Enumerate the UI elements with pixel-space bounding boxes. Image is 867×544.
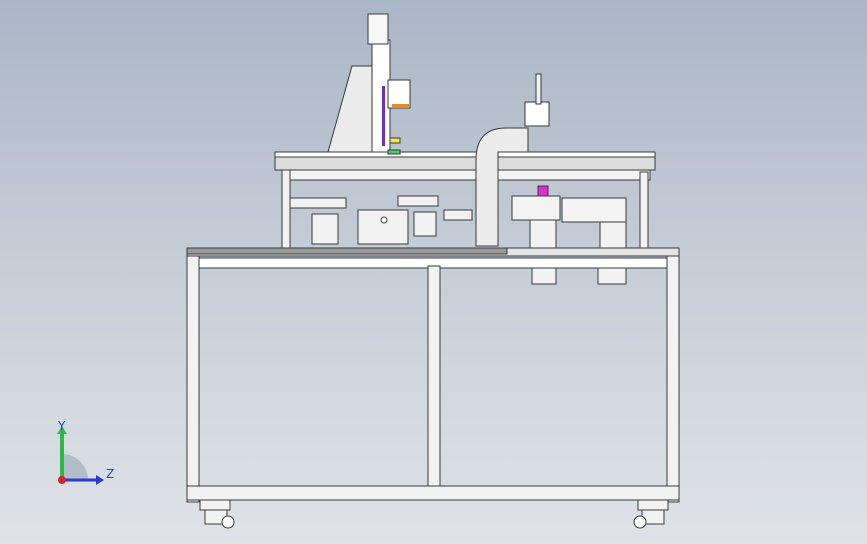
left-block-hole: [380, 216, 388, 224]
z-axis-accent-yellow: [389, 137, 401, 144]
probe-head: [524, 101, 550, 127]
z-axis-slide: [387, 79, 411, 109]
table-leg-left: [186, 255, 200, 503]
z-axis-accent-purple: [382, 86, 385, 146]
z-axis-column: [371, 39, 391, 153]
z-arrow-head: [96, 475, 104, 485]
table-bottom-rail: [186, 485, 680, 501]
fixture-c: [443, 209, 473, 221]
z-axis-accent-orange: [392, 104, 410, 107]
gantry-beam: [274, 155, 656, 171]
z-axis-bracket: [327, 65, 373, 153]
central-tower: [475, 127, 529, 247]
station-b-body: [561, 197, 627, 223]
station-a-base: [529, 219, 557, 249]
caster-right: [633, 499, 669, 529]
z-axis-label: Z: [106, 467, 114, 481]
gantry-beam-lower: [289, 169, 651, 181]
table-leg-right: [666, 255, 680, 503]
station-a-accent: [537, 185, 549, 197]
table-top-dark: [186, 247, 508, 255]
post-right: [639, 171, 649, 249]
caster-left: [199, 499, 235, 529]
fixture-b: [413, 211, 437, 237]
fixture-a: [397, 195, 439, 207]
y-axis-label: Y: [57, 420, 66, 433]
z-axis-motor: [367, 13, 389, 45]
gantry-beam-top: [274, 151, 656, 158]
coordinate-triad: Y Z: [40, 419, 120, 500]
station-b-foot: [597, 267, 627, 285]
z-axis-accent-green: [387, 149, 401, 155]
table-leg-middle: [427, 265, 441, 487]
y-arrow-head: [57, 426, 67, 434]
station-b-base: [599, 221, 627, 249]
post-left: [281, 169, 291, 249]
station-a-body: [511, 195, 561, 221]
x-axis-dot: [58, 476, 66, 484]
probe-rod: [535, 73, 542, 105]
left-cup: [311, 213, 339, 245]
station-a-foot: [531, 267, 557, 285]
left-block: [357, 209, 409, 245]
left-cylinder: [289, 197, 347, 209]
triad-arc: [62, 454, 88, 480]
